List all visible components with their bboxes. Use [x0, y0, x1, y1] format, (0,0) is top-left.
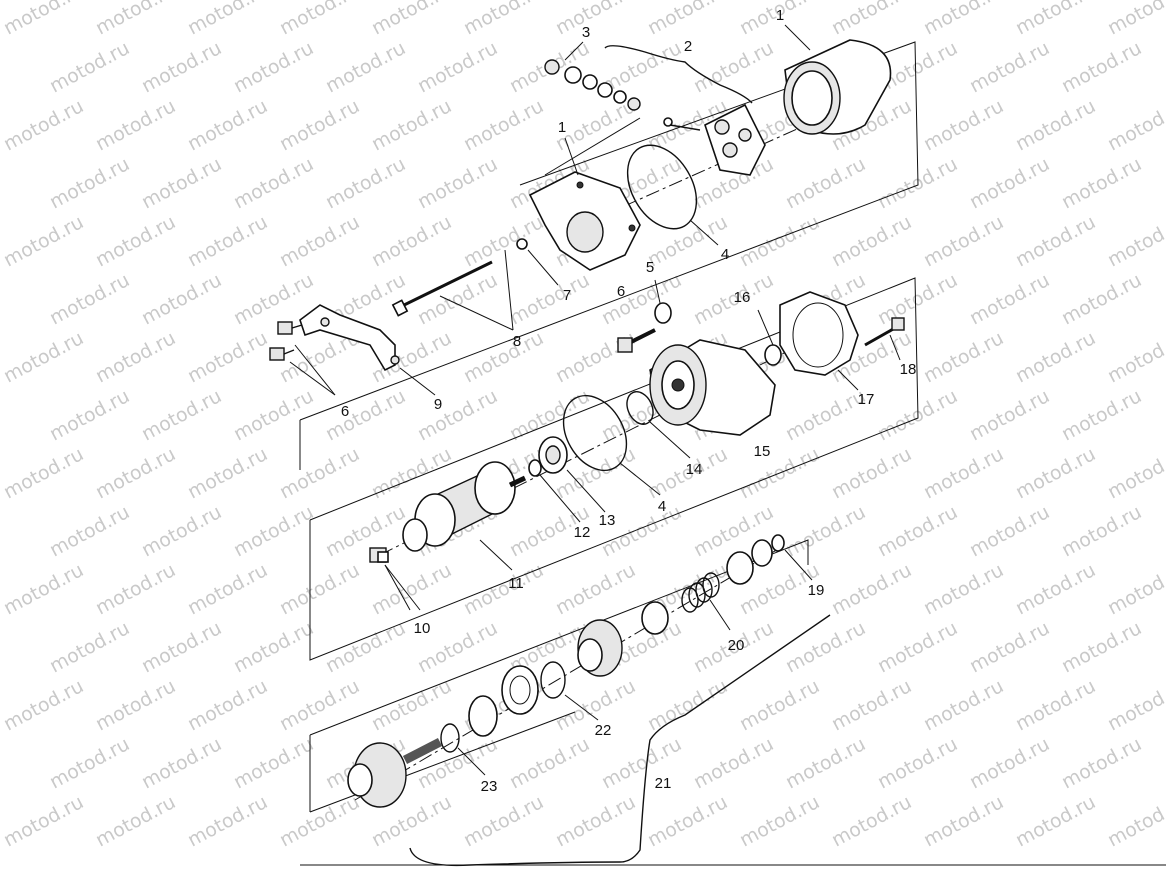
label-2: 2 [684, 38, 692, 55]
label-23: 23 [481, 778, 498, 795]
part-clutch-plate [501, 665, 539, 715]
label-20: 20 [728, 637, 745, 654]
part-spring [641, 572, 720, 635]
label-6-bracket: 6 [341, 403, 349, 420]
part-gasket [779, 291, 859, 376]
part-o-ring-22 [540, 661, 566, 699]
part-through-bolt [391, 249, 514, 331]
part-washer-16 [764, 344, 782, 366]
label-16: 16 [734, 289, 751, 306]
part-washer-12 [528, 459, 542, 477]
label-1-yoke: 1 [776, 7, 784, 24]
label-11: 11 [508, 575, 524, 592]
leader-lines [399, 24, 901, 776]
label-4-upper: 4 [721, 246, 729, 263]
part-snap-ring [440, 723, 460, 753]
brace-21 [409, 614, 831, 867]
part-front-housing [649, 339, 776, 436]
part-bracket [299, 304, 400, 372]
part-bearing [538, 436, 568, 474]
label-17: 17 [858, 391, 875, 408]
part-o-ring-14 [626, 391, 654, 425]
label-7: 7 [563, 287, 571, 304]
label-8: 8 [513, 333, 521, 350]
part-small-washer [516, 238, 528, 250]
label-12: 12 [574, 524, 591, 541]
label-9: 9 [434, 396, 442, 413]
part-labels: 1 2 3 1 4 5 7 6 8 16 18 6 9 17 15 14 4 1… [341, 7, 917, 795]
part-yoke-cylinder [783, 39, 892, 135]
label-13: 13 [599, 512, 616, 529]
label-5: 5 [646, 259, 654, 276]
label-4-lower: 4 [658, 498, 666, 515]
part-brush-holder [663, 103, 766, 176]
label-18: 18 [900, 361, 917, 378]
part-bolt-18 [864, 317, 905, 347]
label-19: 19 [808, 582, 825, 599]
part-rear-cover [528, 171, 641, 271]
part-washer-plate [468, 695, 498, 737]
part-pinion-clutch [577, 619, 623, 677]
label-22: 22 [595, 722, 612, 739]
brace-2 [604, 45, 753, 104]
part-o-ring-upper [626, 144, 698, 230]
part-stud-bolt [617, 302, 672, 353]
part-o-ring-lower [562, 394, 628, 472]
label-14: 14 [686, 461, 703, 478]
label-21: 21 [655, 775, 672, 792]
label-6-stud: 6 [617, 283, 625, 300]
part-collar-19 [726, 534, 785, 585]
part-brushes [369, 547, 421, 611]
label-1-cover: 1 [558, 119, 566, 136]
part-armature [402, 461, 527, 552]
part-bracket-bolts [269, 321, 336, 396]
label-10: 10 [414, 620, 431, 637]
label-3: 3 [582, 24, 590, 41]
part-drive-gear-shaft [347, 737, 443, 808]
label-15: 15 [754, 443, 771, 460]
part-washer-stack [544, 59, 641, 111]
